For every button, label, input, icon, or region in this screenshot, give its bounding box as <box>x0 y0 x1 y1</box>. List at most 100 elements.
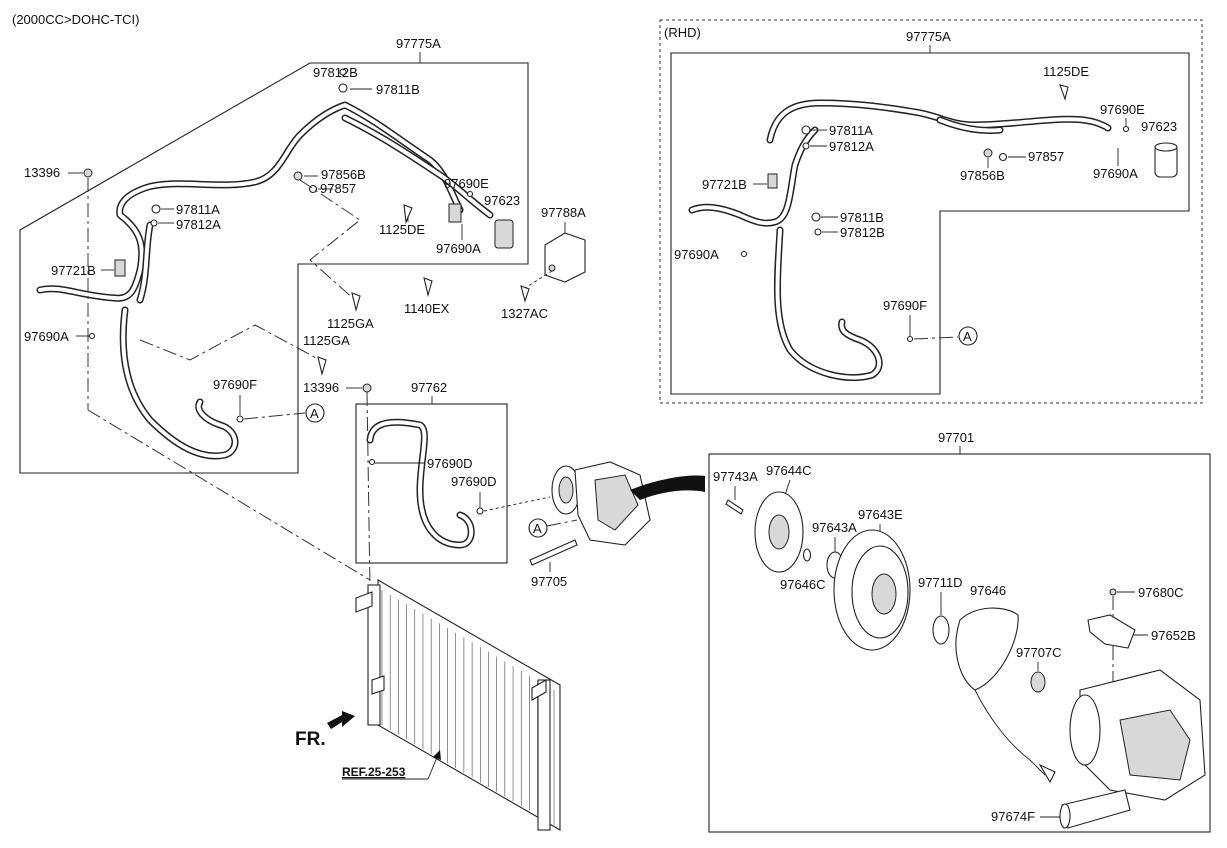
oring-97690d-lower <box>476 507 484 515</box>
bolt-97705 <box>529 539 578 566</box>
valve-97812b-rhd <box>814 228 822 236</box>
label-97652b: 97652B <box>1151 628 1196 643</box>
label-97646c: 97646C <box>780 577 826 592</box>
rhd-hose-box <box>670 52 1190 395</box>
snap-ring-97711d <box>932 615 950 645</box>
bolt-1125ga-lower <box>317 356 327 377</box>
label-97680c: 97680C <box>1138 585 1184 600</box>
ref-label: REF.25-253 <box>342 765 406 779</box>
fitting-97721b <box>114 259 126 277</box>
field-coil-97646 <box>955 607 1019 691</box>
rhd-title: (RHD) <box>664 25 701 40</box>
bolt-1125ga-upper <box>351 292 361 313</box>
valve-97812b <box>339 68 347 76</box>
callout-a-left <box>305 403 325 423</box>
label-97690e-rhd: 97690E <box>1100 102 1145 117</box>
label-97711d: 97711D <box>918 575 963 590</box>
valve-97812a <box>150 219 158 227</box>
condenser-group: FR. REF.25-253 <box>295 579 561 831</box>
label-1125de-rhd: 1125DE <box>1043 64 1089 79</box>
cover-97788a-group: 97788A 1327AC 1140EX 1125GA 1125GA <box>303 205 586 377</box>
label-97674f: 97674F <box>991 809 1035 824</box>
engine-spec-label: (2000CC>DOHC-TCI) <box>12 12 140 27</box>
oring-97811b <box>338 83 348 93</box>
label-97690d-lower: 97690D <box>451 474 497 489</box>
oring-97690f <box>236 415 244 423</box>
rhd-dashed-box <box>659 19 1203 404</box>
label-97762: 97762 <box>411 380 447 395</box>
callout-a-left-text: A <box>310 406 319 421</box>
label-1125ga-upper: 1125GA <box>327 316 374 331</box>
label-97743a: 97743A <box>713 469 758 484</box>
cover-97788a <box>544 232 586 283</box>
label-97643e: 97643E <box>858 507 903 522</box>
bracket-97652b <box>1087 614 1136 649</box>
cap-97856b-rhd <box>983 148 993 158</box>
callout-a-center <box>528 518 548 538</box>
oring-97811a <box>151 204 161 214</box>
callout-a-center-text: A <box>533 521 542 536</box>
oring-97690e-rhd <box>1122 125 1130 133</box>
label-97690a-rhd-lower: 97690A <box>674 247 719 262</box>
bolt-97743a <box>725 499 744 515</box>
hose-97762-group: 13396 97762 97690D 97690D <box>303 380 551 591</box>
label-97690d-upper: 97690D <box>427 456 473 471</box>
label-97690a-left: 97690A <box>24 329 69 344</box>
label-97857: 97857 <box>320 181 356 196</box>
cap-97707c <box>1030 671 1046 693</box>
label-1125ga-lower: 1125GA <box>303 333 350 348</box>
label-97644c: 97644C <box>766 463 812 478</box>
label-97623-rhd: 97623 <box>1141 119 1177 134</box>
oring-97690e <box>466 190 474 198</box>
receiver-97623 <box>494 219 514 249</box>
oring-97811a-rhd <box>801 125 811 135</box>
sensor-97674f <box>1061 789 1131 829</box>
label-97690e: 97690E <box>444 176 489 191</box>
condenser-fins <box>381 590 555 825</box>
nut-13396-top <box>83 168 93 178</box>
bolt-1140ex <box>423 277 433 298</box>
fitting-97721b-rhd <box>767 173 778 189</box>
callout-a-rhd-text: A <box>963 329 972 344</box>
bolt-1125de-rhd <box>1059 84 1069 101</box>
label-97690a-top: 97690A <box>436 241 481 256</box>
suction-hose <box>36 101 464 302</box>
hose-97762-box <box>355 403 508 564</box>
label-97721b-rhd: 97721B <box>702 177 747 192</box>
label-97856b-rhd: 97856B <box>960 168 1005 183</box>
liquid-line <box>341 114 494 219</box>
label-97701: 97701 <box>938 430 974 445</box>
compressor-group: A 97705 <box>528 461 705 589</box>
label-97788a: 97788A <box>541 205 586 220</box>
rhd-group: (RHD) 97775A 1125DE 97690E 97623 97811A … <box>659 19 1203 404</box>
label-97623: 97623 <box>484 193 520 208</box>
valve-97812a-rhd <box>802 142 810 150</box>
label-97811b-rhd: 97811B <box>840 210 884 225</box>
main-hose-assembly-group: 97775A 97812B 97811B 13396 97856B 97857 <box>19 36 529 581</box>
main-hose-box <box>19 62 529 474</box>
nut-13396-mid <box>362 383 372 393</box>
label-1327ac: 1327AC <box>501 306 548 321</box>
shim-97646c <box>802 548 812 562</box>
oring-97690a-rhd-lower <box>740 250 748 258</box>
label-13396-top: 13396 <box>24 165 60 180</box>
label-97775a-rhd: 97775A <box>906 29 951 44</box>
front-arrow-icon <box>327 711 355 729</box>
label-97646: 97646 <box>970 583 1006 598</box>
label-97643a: 97643A <box>812 520 857 535</box>
label-97705: 97705 <box>531 574 567 589</box>
label-97811a-rhd: 97811A <box>829 123 873 138</box>
label-97690f-rhd: 97690F <box>883 298 927 313</box>
label-97811a: 97811A <box>176 202 220 217</box>
label-97707c: 97707C <box>1016 645 1062 660</box>
label-1140ex: 1140EX <box>404 301 450 316</box>
compressor-exploded-box <box>708 453 1211 833</box>
label-97775a: 97775A <box>396 36 441 51</box>
label-1125de-left: 1125DE <box>379 222 425 237</box>
label-97811b: 97811B <box>376 82 420 97</box>
front-direction-label: FR. <box>295 729 326 750</box>
bolt-1125de <box>403 204 413 225</box>
label-97812b: 97812B <box>313 65 358 80</box>
label-97812b-rhd: 97812B <box>840 225 885 240</box>
